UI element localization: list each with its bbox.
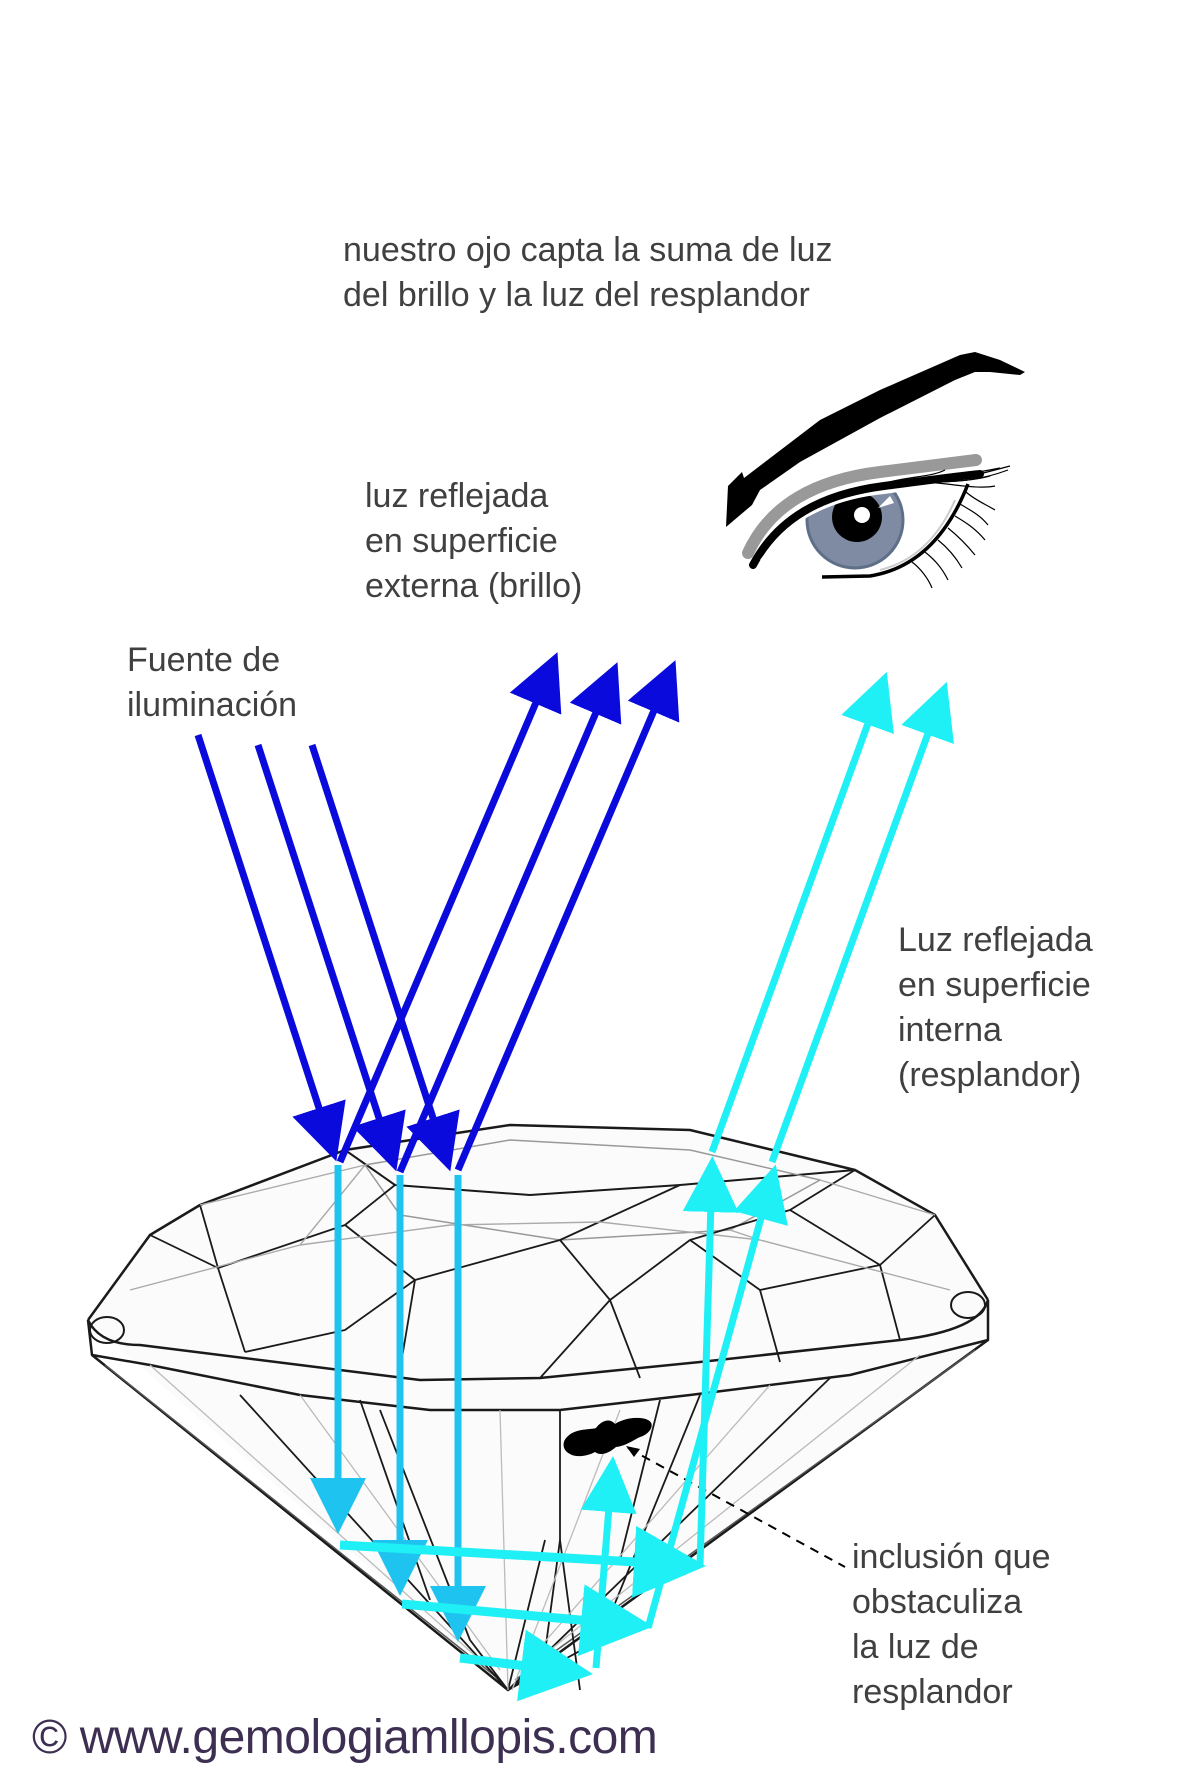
external-reflection-line-1: luz reflejada <box>365 477 549 515</box>
internal-reflection-out <box>708 671 954 1164</box>
inclusion-line-3: la luz de <box>852 1628 979 1666</box>
diamond-crown-facets <box>149 1169 936 1379</box>
diamond-girdle-left-cap <box>89 1316 125 1344</box>
title-line-1: nuestro ojo capta la suma de luz <box>343 231 833 269</box>
diamond-body <box>88 1125 988 1690</box>
title-line-2: del brillo y la luz del resplandor <box>343 276 810 314</box>
across-ray-1 <box>339 1525 706 1598</box>
diamond-girdle-right-cap <box>950 1291 986 1319</box>
brilliance-ray-2 <box>768 681 954 1164</box>
brilliance-ray-1 <box>708 671 894 1154</box>
lower-lid-highlight <box>879 499 956 571</box>
up-ray-blocked <box>580 1456 637 1669</box>
external-reflection-label: luz reflejada en superficie externa (bri… <box>365 474 582 609</box>
diamond-girdle-bottom <box>86 1300 990 1412</box>
external-ray-1 <box>336 652 562 1164</box>
light-source-label: Fuente de iluminación <box>127 638 297 728</box>
external-reflection-line-2: en superficie <box>365 522 558 560</box>
internal-reflection-line-4: (resplandor) <box>898 1056 1082 1094</box>
external-reflection-rays <box>336 652 680 1174</box>
incident-light-rays <box>194 733 460 1172</box>
up-ray-2 <box>644 1164 788 1629</box>
inclusion-icon <box>563 1417 652 1457</box>
diamond-icon <box>86 1123 990 1692</box>
diamond-girdle-top <box>86 1299 990 1382</box>
eye-icon <box>726 352 1025 589</box>
up-ray-1 <box>682 1156 739 1566</box>
pupil-highlight <box>854 507 870 523</box>
eyelid-shadow <box>742 454 982 559</box>
eyebrow <box>726 352 1025 527</box>
inclusion-line-1: inclusión que <box>852 1538 1051 1576</box>
external-ray-2 <box>396 662 622 1174</box>
internal-reflection-across <box>339 1525 706 1702</box>
upper-eyelid <box>749 470 984 569</box>
internal-reflection-line-2: en superficie <box>898 966 1091 1004</box>
inclusion-leader-arrowhead <box>626 1446 640 1457</box>
eyelashes <box>869 465 1011 589</box>
diamond-crown-faint-facets <box>129 1164 951 1291</box>
incident-ray-3 <box>308 743 460 1172</box>
external-ray-3 <box>454 660 680 1172</box>
across-ray-2 <box>401 1584 653 1657</box>
inclusion-line-4: resplandor <box>852 1673 1013 1711</box>
internal-reflection-line-1: Luz reflejada <box>898 921 1093 959</box>
internal-reflection-label: Luz reflejada en superficie interna (res… <box>898 918 1093 1098</box>
title-caption: nuestro ojo capta la suma de luz del bri… <box>343 228 833 318</box>
diamond-crown-outline <box>86 1123 990 1321</box>
light-source-line-2: iluminación <box>127 686 298 724</box>
lower-eyelid <box>821 483 970 579</box>
inclusion-label: inclusión que obstaculiza la luz de resp… <box>852 1535 1050 1715</box>
internal-rays-up <box>580 1156 788 1669</box>
external-reflection-line-3: externa (brillo) <box>365 567 583 605</box>
inclusion-line-2: obstaculiza <box>852 1583 1023 1621</box>
across-ray-3 <box>459 1629 593 1702</box>
internal-reflection-line-3: interna <box>898 1011 1002 1049</box>
incident-ray-1 <box>194 733 346 1162</box>
light-source-line-1: Fuente de <box>127 641 281 679</box>
iris-glint <box>878 496 894 508</box>
copyright-watermark: © www.gemologiamllopis.com <box>32 1711 658 1764</box>
